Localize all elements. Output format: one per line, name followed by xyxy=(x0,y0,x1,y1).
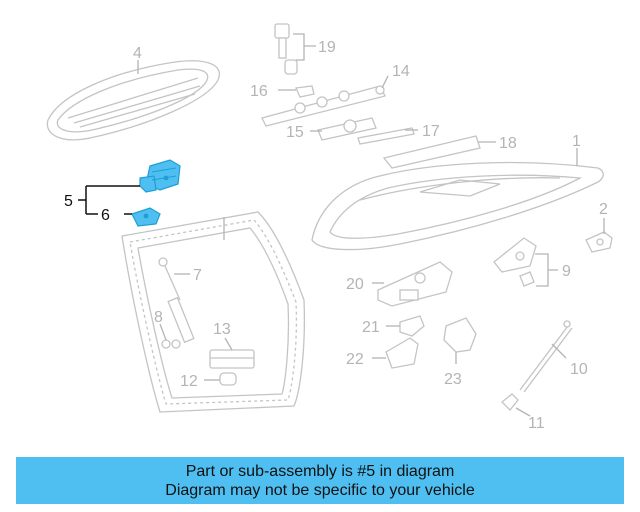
callout-15: 15 xyxy=(286,124,304,141)
callout-4: 4 xyxy=(133,45,142,62)
callout-19: 19 xyxy=(318,39,336,56)
part-15 xyxy=(317,117,377,141)
part-21 xyxy=(399,315,425,337)
part-13 xyxy=(209,349,255,369)
part-11 xyxy=(501,393,519,411)
part-2 xyxy=(585,231,613,253)
part-10-rod xyxy=(519,320,573,393)
part-6-bracket xyxy=(131,207,161,227)
callout-18: 18 xyxy=(499,135,517,152)
part-23 xyxy=(443,317,477,353)
banner-line-disclaimer: Diagram may not be specific to your vehi… xyxy=(165,481,475,499)
part-22 xyxy=(385,337,419,369)
callout-1: 1 xyxy=(572,133,581,150)
part-8 xyxy=(161,339,181,349)
part-17 xyxy=(357,127,415,145)
callout-21: 21 xyxy=(362,319,380,336)
info-banner: Part or sub-assembly is #5 in diagram Di… xyxy=(16,457,624,504)
part-18 xyxy=(382,135,481,169)
callout-17: 17 xyxy=(422,123,440,140)
callout-10: 10 xyxy=(570,361,588,378)
part-9 xyxy=(493,237,537,287)
callout-22: 22 xyxy=(346,351,364,368)
part-7-strut xyxy=(158,257,195,344)
callout-20: 20 xyxy=(346,276,364,293)
callout-13: 13 xyxy=(213,321,231,338)
callout-7: 7 xyxy=(193,267,202,284)
part-19 xyxy=(274,23,298,75)
callout-8: 8 xyxy=(154,309,163,326)
leader-lines xyxy=(137,33,605,417)
callout-11: 11 xyxy=(528,415,545,432)
part-12 xyxy=(219,372,237,386)
callout-6: 6 xyxy=(101,207,110,224)
part-5-hinge xyxy=(139,159,181,193)
parts-diagram: 4 19 16 14 15 17 18 1 2 7 8 13 12 20 9 2… xyxy=(46,23,613,432)
callout-5: 5 xyxy=(64,193,73,210)
leader-lines-highlight xyxy=(78,185,140,215)
callout-23: 23 xyxy=(444,371,462,388)
callout-14: 14 xyxy=(392,63,410,80)
part-1-liftgate xyxy=(311,161,604,251)
callout-2: 2 xyxy=(599,201,608,218)
opening-weatherstrip xyxy=(121,211,306,413)
callout-12: 12 xyxy=(180,373,198,390)
banner-line-part: Part or sub-assembly is #5 in diagram xyxy=(185,462,455,480)
part-4-spoiler xyxy=(46,60,221,141)
part-14 xyxy=(261,85,386,127)
callout-16: 16 xyxy=(250,83,268,100)
part-16 xyxy=(295,85,315,98)
callout-9: 9 xyxy=(562,263,571,280)
part-20 xyxy=(377,261,453,307)
